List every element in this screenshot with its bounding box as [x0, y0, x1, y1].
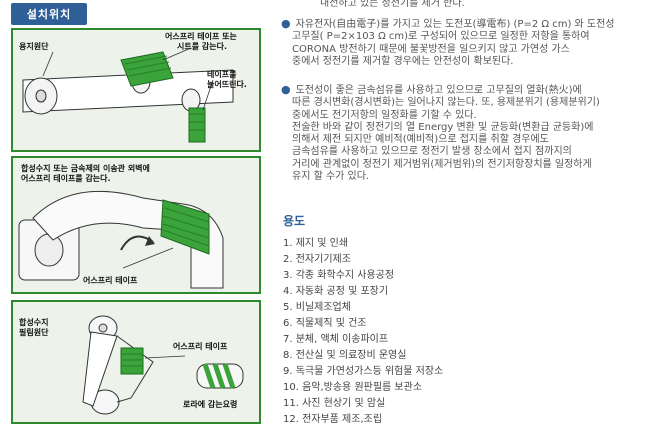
paper-roll-drawing — [13, 30, 259, 150]
illustration-pipe: 합성수지 또는 금속제의 이송관 외벽에 어스프리 테이프를 감는다. 어스프리… — [11, 156, 261, 294]
uses-list: 1. 제지 및 인쇄 2. 전자기기제조 3. 각종 화학수지 사용공정 4. … — [283, 236, 443, 428]
paragraph-line: CORONA 방전하기 때문에 불꽃방전을 일으키지 않고 가연성 가스 — [292, 43, 570, 55]
label-hang-tape-2: 늘어뜨린다. — [207, 80, 247, 89]
label-pipe-instruction-1: 합성수지 또는 금속제의 이송관 외벽에 — [21, 164, 150, 173]
list-item: 2. 전자기기제조 — [283, 254, 351, 265]
label-film-2: 필림원단 — [19, 328, 49, 337]
uses-heading: 용도 — [283, 214, 306, 228]
list-item: 3. 각종 화학수지 사용공정 — [283, 270, 395, 281]
paragraph-line: 중에서 정전기를 제거할 경우에는 안전성이 확보된다. — [292, 55, 514, 67]
paragraph-line: 따른 경시변화(경시변화)는 일어나지 않는다. 또, 용제분위기 (용제분위기… — [292, 97, 600, 109]
list-item: 4. 자동화 공정 및 포장기 — [283, 286, 389, 297]
list-item: 10. 음악,방송용 원판필름 보관소 — [283, 382, 423, 393]
paragraph-line: 금속섬유를 사용하고 있으므로 정전기 발생 장소에서 접지 점까지의 — [292, 146, 572, 158]
list-item: 5. 비닐제조업체 — [283, 302, 351, 313]
paragraph-line: 의해서 제전 되지만 예비적(예비적)으로 접지를 취할 경우에도 — [292, 134, 549, 146]
paragraph-line: 자유전자(自由電子)를 가지고 있는 도전포(導電布) (P=2 Ω cm) 와… — [295, 19, 615, 30]
paragraph-line: 도전성이 좋은 금속섬유를 사용하고 있으므로 고무질의 열화(熱火)에 — [295, 85, 582, 96]
list-item: 7. 분체, 액체 이송파이프 — [283, 334, 389, 345]
paragraph-line: 고무질( P=2×103 Ω cm)로 구성되어 있으므로 일정한 저항을 통하… — [292, 31, 590, 43]
illustration-paper-roll: 용지원단 어스프리 테이프 또는 시트를 감는다. 테이프를 늘어뜨린다. — [11, 28, 261, 152]
film-roller-drawing — [13, 302, 259, 422]
label-roller-method: 로라에 감는요령 — [183, 400, 238, 409]
paragraph-line: 중에서도 전기저항의 일정화를 기할 수 있다. — [292, 109, 477, 121]
list-item: 8. 전산실 및 의료장비 운영실 — [283, 350, 407, 361]
label-tape-sheet-2: 시트를 감는다. — [177, 42, 227, 51]
label-earthfree-tape: 어스프리 테이프 — [83, 276, 138, 285]
list-item: 9. 독극물 가연성가스등 위험물 저장소 — [283, 366, 444, 377]
label-earthfree-tape-2: 어스프리 테이프 — [173, 342, 228, 351]
bullet-dot-icon: ● — [281, 83, 291, 96]
label-tape-sheet-1: 어스프리 테이프 또는 — [165, 32, 237, 41]
list-item: 12. 전자부품 제조,조립 — [283, 414, 383, 425]
paragraph-line: 거리에 관계없이 정전기 제거범위(제거범위)의 전기저항장치를 일정하게 — [292, 158, 592, 170]
paragraph-line: 전술한 바와 같이 정전기의 열 Energy 변환 및 균등화(변환급 균등화… — [292, 121, 594, 133]
label-film-1: 합성수지 — [19, 318, 49, 327]
list-item: 11. 사진 현상기 및 암실 — [283, 398, 386, 409]
label-paper-roll: 용지원단 — [19, 42, 49, 51]
bullet-paragraph-2: ● 도전성이 좋은 금속섬유를 사용하고 있으므로 고무질의 열화(熱火)에 따른… — [281, 83, 600, 183]
list-item: 1. 제지 및 인쇄 — [283, 238, 349, 249]
bullet-dot-icon: ● — [281, 17, 291, 30]
illustration-film-roller: 합성수지 필림원단 어스프리 테이프 로라에 감는요령 — [11, 300, 261, 424]
pipe-drawing — [13, 158, 259, 292]
cut-off-text: 내전하고 있는 정전기를 제거 한다. — [320, 0, 465, 9]
install-location-tab: 설치위치 — [11, 3, 87, 25]
label-pipe-instruction-2: 어스프리 테이프를 감는다. — [21, 174, 111, 183]
paragraph-line: 유지 할 수가 있다. — [292, 171, 370, 183]
list-item: 6. 직물제직 및 건조 — [283, 318, 367, 329]
label-hang-tape-1: 테이프를 — [207, 70, 237, 79]
bullet-paragraph-1: ● 자유전자(自由電子)를 가지고 있는 도전포(導電布) (P=2 Ω cm) … — [281, 17, 615, 68]
